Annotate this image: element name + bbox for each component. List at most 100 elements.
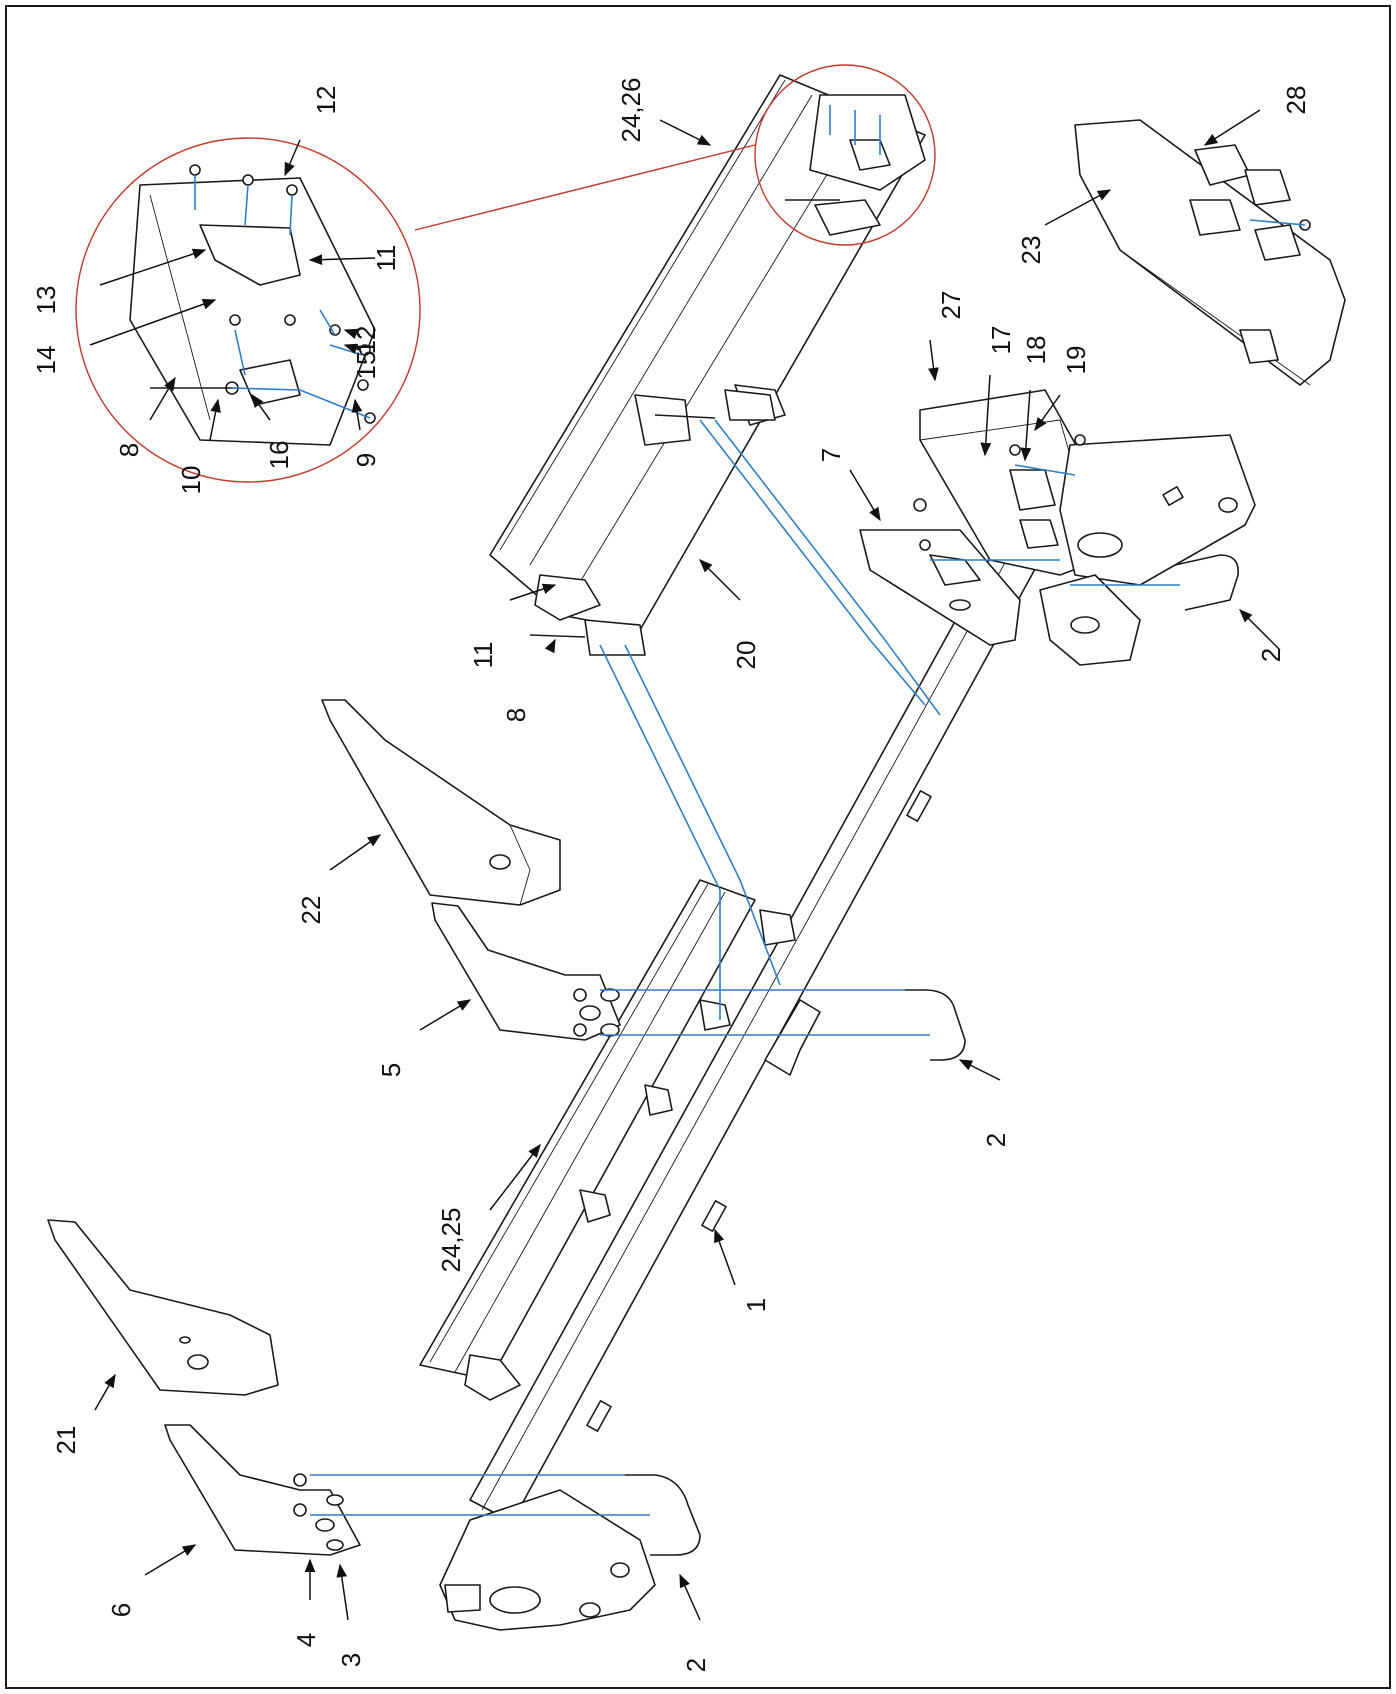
- callout-arrow: [928, 339, 939, 382]
- callout-c7: 7: [816, 448, 881, 522]
- assembly-lines: [194, 105, 1306, 1516]
- callout-label: 9: [351, 453, 381, 467]
- callout-arrow: [1020, 389, 1032, 462]
- callout-label: 2: [681, 1658, 711, 1672]
- callout-c20: 20: [699, 559, 761, 670]
- callout-label: 11: [371, 245, 401, 272]
- part-20-upper-beam: [489, 74, 926, 656]
- callout-arrow: [1044, 189, 1112, 226]
- callout-arrow: [144, 1544, 197, 1576]
- detail-circle-zoom: [75, 137, 421, 483]
- callout-c5: 5: [376, 999, 472, 1077]
- callout-c18: 18: [1020, 336, 1051, 462]
- callout-arrow: [1239, 609, 1281, 651]
- part-6-plate: [164, 1424, 361, 1556]
- detail-indicators: [75, 64, 936, 483]
- callout-c15: 15: [343, 343, 381, 380]
- callout-c1: 1: [714, 1228, 771, 1312]
- callout-c16: 16: [251, 393, 294, 470]
- callout-label: 3: [336, 1653, 366, 1667]
- callout-label: 24,25: [436, 1207, 466, 1272]
- part-23-28-right-assembly: [1074, 119, 1346, 386]
- callout-label: 12: [351, 326, 381, 355]
- part-7-bracket-plate: [859, 529, 1021, 646]
- callout-c2-bottom: 2: [679, 1573, 711, 1672]
- callout-label: 18: [1021, 336, 1051, 365]
- callout-arrow: [89, 299, 217, 346]
- detail-leader-line: [414, 144, 756, 231]
- callout-arrow: [94, 1373, 116, 1411]
- upper-end-clamp: [1039, 574, 1141, 666]
- callout-c6: 6: [106, 1544, 197, 1617]
- callout-arrow: [251, 393, 271, 421]
- callout-arrow: [99, 248, 207, 286]
- callout-c14: 14: [31, 299, 217, 375]
- u-bolt-right: [1174, 554, 1239, 611]
- part-22-plate: [321, 699, 561, 906]
- callout-arrow: [308, 254, 376, 266]
- u-bolt-bottom: [625, 1474, 701, 1556]
- callout-c17: 17: [980, 326, 1016, 457]
- callout-label: 1: [741, 1298, 771, 1312]
- callout-c9: 9: [351, 398, 381, 467]
- callout-c12-top: 12: [284, 86, 341, 177]
- callout-label: 23: [1016, 236, 1046, 265]
- callout-label: 13: [31, 286, 61, 315]
- callout-c23: 23: [1016, 189, 1112, 265]
- callout-arrow: [958, 1059, 1001, 1081]
- callout-c22: 22: [296, 834, 382, 925]
- detail-view-parts: [129, 177, 376, 446]
- callout-label: 28: [1281, 86, 1311, 115]
- sheet-border: [5, 5, 1391, 1689]
- callout-label: 22: [296, 896, 326, 925]
- beam-end-detail-parts: [809, 94, 926, 236]
- callout-arrow: [659, 119, 712, 146]
- callout-c2-right: 2: [1239, 609, 1286, 662]
- part-21-plate: [47, 1219, 279, 1396]
- callout-c21: 21: [51, 1373, 116, 1455]
- callout-label: 16: [264, 441, 294, 470]
- callout-c8-main: 8: [501, 638, 556, 722]
- callout-arrow: [489, 1143, 541, 1211]
- callout-label: 4: [291, 1633, 321, 1647]
- callout-arrow: [714, 1228, 736, 1286]
- callout-label: 21: [51, 1426, 81, 1455]
- callout-c24-25: 24,25: [436, 1143, 541, 1273]
- callout-arrow: [1203, 109, 1261, 146]
- callout-arrow: [329, 834, 382, 871]
- callout-label: 2: [1256, 648, 1286, 662]
- callout-label: 12: [311, 86, 341, 115]
- callout-arrow: [679, 1573, 701, 1621]
- callout-arrow: [284, 139, 301, 177]
- callout-label: 17: [986, 326, 1016, 355]
- callout-label: 27: [936, 291, 966, 320]
- callout-arrow: [699, 559, 741, 601]
- callout-arrow: [509, 583, 557, 601]
- callout-arrow: [351, 398, 363, 431]
- part-24-25-lower-channel: [419, 879, 796, 1401]
- callout-label: 14: [31, 346, 61, 375]
- callout-c12-mid: 12: [343, 326, 381, 355]
- callout-label: 2: [981, 1133, 1011, 1147]
- callout-arrow: [980, 374, 992, 457]
- callout-arrow: [544, 638, 556, 654]
- callout-label: 7: [816, 448, 846, 462]
- detail-circle-source: [754, 64, 936, 246]
- callout-c2-mid: 2: [958, 1059, 1011, 1147]
- callout-c3: 3: [336, 1563, 366, 1667]
- callout-arrow: [209, 398, 221, 441]
- callout-arrow: [336, 1563, 349, 1621]
- pivot-plate-lower-left: [439, 1489, 656, 1631]
- callout-arrow: [849, 469, 881, 522]
- part-5-plate: [431, 902, 621, 1041]
- callout-label: 19: [1061, 346, 1091, 375]
- callout-arrow: [1034, 394, 1061, 432]
- callout-label: 15: [351, 351, 381, 380]
- callout-c8-detail: 8: [114, 376, 176, 457]
- callout-c13: 13: [31, 248, 207, 315]
- callout-label: 10: [176, 466, 206, 495]
- callout-c11-main: 11: [468, 583, 557, 669]
- callout-label: 20: [731, 641, 761, 670]
